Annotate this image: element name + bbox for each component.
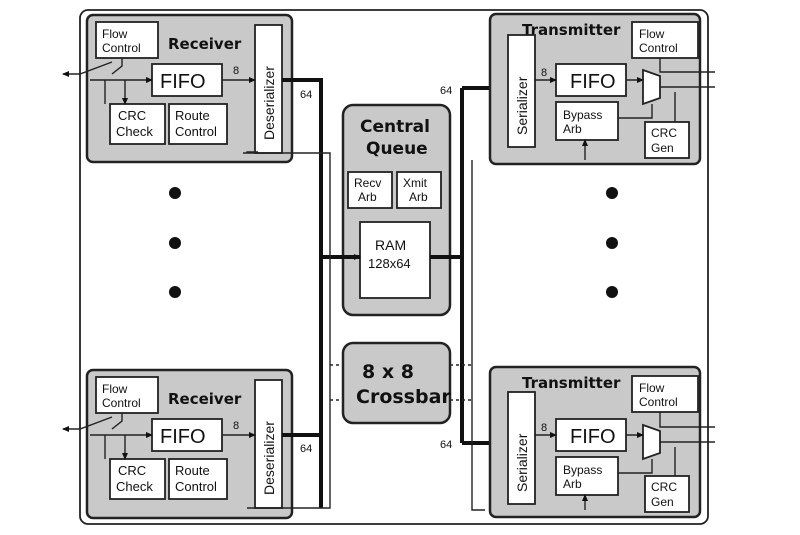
- bypass-arb-label-1: Bypass: [563, 463, 602, 477]
- crossbar-panel: [341, 341, 452, 425]
- central-queue-title-2: Queue: [366, 139, 428, 159]
- receiver-title: Receiver: [168, 35, 242, 53]
- width-64-label: 64: [300, 443, 312, 455]
- flow-control-label-2: Control: [102, 41, 141, 55]
- width-8-label: 8: [541, 67, 547, 79]
- crc-check-box: [109, 103, 166, 145]
- route-control-label-2: Control: [175, 479, 217, 494]
- xmit-arb-label-2: Arb: [409, 190, 428, 204]
- flow-control-box: [631, 21, 699, 59]
- serializer-label: Serializer: [514, 76, 530, 135]
- fifo-label: FIFO: [160, 426, 206, 448]
- recv-arb-label-1: Recv: [354, 176, 381, 190]
- flow-control-label-1: Flow: [639, 27, 665, 41]
- xmit-arb-box: [396, 171, 442, 209]
- ram-box: [359, 221, 431, 299]
- bypass-arb-label-2: Arb: [563, 122, 582, 136]
- transmitter-title: Transmitter: [522, 21, 621, 39]
- flow-control-box: [95, 21, 159, 59]
- crc-check-label-2: Check: [116, 479, 153, 494]
- width-64-label: 64: [440, 85, 452, 97]
- crc-gen-box: [644, 121, 690, 159]
- transmitter-bottom: Transmitter Flow Control Serializer FIFO…: [488, 365, 715, 519]
- ellipsis-dot: [169, 286, 181, 298]
- receiver-top: Receiver Flow Control FIFO Deserializer …: [62, 13, 312, 164]
- serializer-label: Serializer: [514, 433, 530, 492]
- flow-control-label-1: Flow: [102, 382, 128, 396]
- mux-shape: [642, 423, 661, 461]
- fifo-label: FIFO: [570, 426, 616, 448]
- crc-check-label-2: Check: [116, 124, 153, 139]
- deserializer-label: Deserializer: [261, 66, 277, 140]
- fifo-box: [555, 418, 627, 452]
- fifo-box: [151, 63, 223, 97]
- fifo-label: FIFO: [160, 71, 206, 93]
- receiver-title: Receiver: [168, 390, 242, 408]
- deserializer-box: [254, 24, 283, 154]
- crc-gen-label-2: Gen: [651, 495, 674, 509]
- crc-check-label-1: CRC: [118, 108, 146, 123]
- crc-gen-label-1: CRC: [651, 126, 677, 140]
- width-64-label: 64: [440, 439, 452, 451]
- deserializer-label: Deserializer: [261, 421, 277, 495]
- crossbar-label-2: Crossbar: [356, 386, 451, 408]
- route-control-box: [168, 103, 228, 145]
- width-8-label: 8: [233, 420, 239, 432]
- flow-control-label-1: Flow: [102, 27, 128, 41]
- width-64-label: 64: [300, 89, 312, 101]
- receiver-bottom: Receiver Flow Control FIFO Deserializer …: [62, 368, 312, 520]
- crc-gen-label-2: Gen: [651, 141, 674, 155]
- ellipsis-dot: [169, 237, 181, 249]
- mux-shape: [642, 68, 661, 106]
- ram-label-2: 128x64: [368, 256, 411, 271]
- crossbar: 8 x 8 Crossbar: [341, 341, 452, 425]
- ellipsis-dot: [606, 286, 618, 298]
- fifo-box: [555, 63, 627, 97]
- route-control-box: [168, 458, 228, 500]
- crossbar-label-1: 8 x 8: [362, 361, 414, 383]
- transmitter-top: Transmitter Flow Control Serializer FIFO…: [488, 12, 715, 166]
- bypass-arb-label-2: Arb: [563, 477, 582, 491]
- central-queue-title-1: Central: [360, 117, 430, 137]
- left-bus: [243, 78, 361, 509]
- route-control-label-2: Control: [175, 124, 217, 139]
- central-queue: Central Queue Recv Arb Xmit Arb RAM 128x…: [341, 103, 452, 317]
- serializer-box: [507, 391, 536, 505]
- recv-arb-label-2: Arb: [358, 190, 377, 204]
- transmitter-title: Transmitter: [522, 374, 621, 392]
- deserializer-box: [254, 379, 283, 509]
- crc-check-label-1: CRC: [118, 463, 146, 478]
- width-8-label: 8: [233, 65, 239, 77]
- route-control-label-1: Route: [175, 463, 210, 478]
- crc-gen-box: [644, 475, 690, 513]
- ellipsis-dot: [606, 187, 618, 199]
- xmit-arb-label-1: Xmit: [403, 176, 428, 190]
- recv-arb-box: [347, 171, 393, 209]
- flow-control-box: [631, 375, 699, 413]
- flow-control-label-1: Flow: [639, 381, 665, 395]
- flow-control-label-2: Control: [639, 41, 678, 55]
- outer-frame: [79, 9, 709, 525]
- flow-control-label-2: Control: [102, 396, 141, 410]
- bypass-arb-label-1: Bypass: [563, 108, 602, 122]
- width-8-label: 8: [541, 422, 547, 434]
- ellipsis-dot: [169, 187, 181, 199]
- flow-control-box: [95, 376, 159, 414]
- route-control-label-1: Route: [175, 108, 210, 123]
- ellipsis-dot: [606, 237, 618, 249]
- crc-check-box: [109, 458, 166, 500]
- flow-control-label-2: Control: [639, 395, 678, 409]
- crc-gen-label-1: CRC: [651, 480, 677, 494]
- serializer-box: [507, 34, 536, 148]
- fifo-label: FIFO: [570, 71, 616, 93]
- ram-label-1: RAM: [375, 237, 406, 253]
